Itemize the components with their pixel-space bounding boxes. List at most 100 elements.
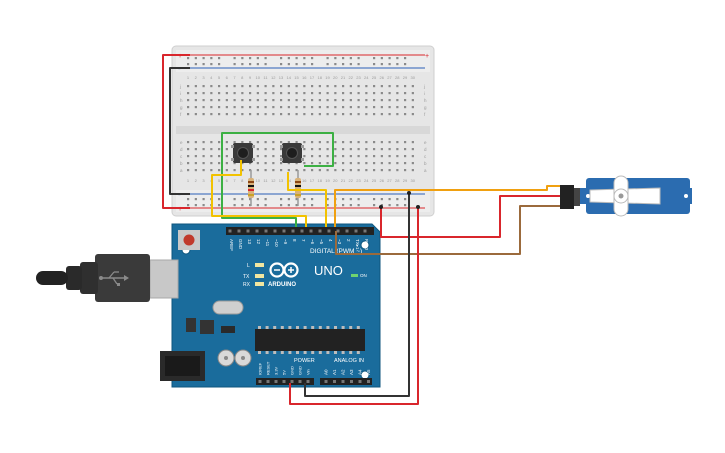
column-number: 1 [187, 178, 190, 183]
digital-header[interactable] [226, 227, 374, 235]
rail-hole [202, 204, 205, 207]
terminal-hole [373, 99, 376, 102]
analog-pin[interactable] [350, 380, 353, 383]
reset-button[interactable] [178, 230, 200, 250]
micro-servo[interactable] [560, 175, 692, 217]
analog-pin[interactable] [358, 380, 362, 383]
digital-pin[interactable] [345, 229, 349, 233]
terminal-hole [264, 141, 267, 144]
terminal-hole [357, 92, 360, 95]
terminal-hole [318, 148, 321, 151]
resistor-1[interactable] [248, 170, 254, 206]
rail-hole [311, 57, 314, 60]
servo-horn[interactable] [589, 175, 661, 217]
digital-pin[interactable] [255, 229, 259, 233]
column-number: 19 [325, 75, 330, 80]
terminal-hole [194, 92, 197, 95]
terminal-hole [295, 106, 298, 109]
terminal-hole [318, 162, 321, 165]
breadboard[interactable]: 1122334455667788991010111112121313141415… [171, 45, 435, 217]
digital-pin-label: ~11 [265, 239, 270, 247]
digital-pin[interactable] [318, 229, 322, 233]
power-pin-label: 5V [282, 370, 287, 375]
terminal-hole [373, 85, 376, 88]
power-pin[interactable] [282, 380, 286, 383]
rail-hole [326, 63, 329, 66]
row-letter: i [180, 91, 181, 96]
terminal-hole [411, 162, 414, 165]
power-pin[interactable] [298, 380, 302, 383]
brand-label: ARDUINO [268, 282, 296, 288]
terminal-hole [218, 99, 221, 102]
rail-hole [388, 57, 391, 60]
rail-hole [256, 57, 259, 60]
breadboard-labels: 1122334455667788991010111112121313141415… [179, 75, 427, 183]
digital-pin[interactable] [246, 229, 250, 233]
rail-hole [295, 198, 298, 201]
pushbutton-1[interactable] [231, 143, 255, 163]
terminal-hole [241, 99, 244, 102]
column-number: 6 [226, 75, 229, 80]
row-letter: b [180, 161, 183, 166]
digital-pin[interactable] [300, 229, 304, 233]
terminal-hole [272, 113, 275, 116]
digital-pin-label: 7 [301, 239, 306, 242]
terminal-hole [249, 85, 252, 88]
terminal-hole [349, 99, 352, 102]
power-pin[interactable] [258, 380, 262, 383]
terminal-hole [396, 141, 399, 144]
digital-pin[interactable] [237, 229, 241, 233]
rail-hole [380, 198, 383, 201]
digital-pin-label: 12 [256, 239, 261, 245]
rail-hole [249, 63, 252, 66]
terminal-hole [256, 169, 259, 172]
rail-hole [404, 57, 407, 60]
power-pin[interactable] [290, 380, 294, 383]
terminal-hole [326, 85, 329, 88]
analog-header[interactable] [320, 378, 372, 385]
rail-hole [187, 198, 190, 201]
column-number: 16 [302, 75, 307, 80]
terminal-hole [357, 141, 360, 144]
usb-cable[interactable] [36, 254, 179, 302]
digital-pin[interactable] [291, 229, 295, 233]
terminal-hole [202, 169, 205, 172]
digital-pin[interactable] [354, 229, 358, 233]
terminal-hole [388, 162, 391, 165]
rail-plus-label-right: + [425, 53, 429, 60]
terminal-hole [311, 113, 314, 116]
digital-pin[interactable] [264, 229, 268, 233]
power-jack[interactable] [160, 351, 205, 381]
digital-pin[interactable] [336, 229, 340, 233]
analog-pin[interactable] [324, 380, 328, 383]
terminal-hole [241, 141, 244, 144]
digital-pin[interactable] [273, 229, 277, 233]
analog-pin[interactable] [333, 380, 336, 383]
terminal-hole [233, 113, 236, 116]
digital-pin[interactable] [309, 229, 313, 233]
digital-pin[interactable] [282, 229, 286, 233]
power-pin[interactable] [274, 380, 278, 383]
power-pin[interactable] [266, 380, 270, 383]
rail-hole [241, 63, 244, 66]
terminal-hole [295, 92, 298, 95]
terminal-hole [272, 141, 275, 144]
analog-pin[interactable] [341, 380, 345, 383]
atmega-chip [255, 326, 365, 354]
terminal-hole [210, 162, 213, 165]
digital-pin[interactable] [327, 229, 331, 233]
power-pin[interactable] [306, 380, 310, 383]
terminal-hole [411, 169, 414, 172]
digital-pin[interactable] [228, 229, 232, 233]
column-number: 2 [195, 75, 198, 80]
analog-pin[interactable] [367, 380, 370, 383]
terminal-hole [249, 162, 252, 165]
pushbutton-2[interactable] [280, 143, 304, 163]
rail-hole [404, 63, 407, 66]
digital-pin[interactable] [363, 229, 367, 233]
terminal-hole [187, 113, 190, 116]
terminal-hole [249, 141, 252, 144]
rail-hole [295, 63, 298, 66]
